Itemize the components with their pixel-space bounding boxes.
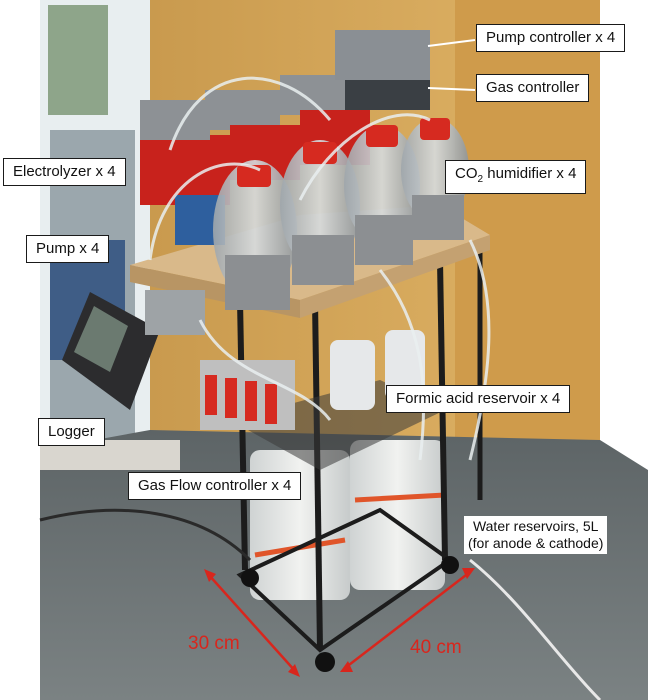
water-jug-right [350, 440, 445, 590]
humidifier-cap-4 [420, 118, 450, 140]
label-electrolyzer: Electrolyzer x 4 [3, 158, 126, 186]
label-formic-acid-reservoir: Formic acid reservoir x 4 [386, 385, 571, 413]
label-co2-humidifier: CO2 humidifier x 4 [445, 160, 587, 194]
label-pump-controller: Pump controller x 4 [476, 24, 626, 52]
jug-tape-right [354, 492, 446, 503]
tube-5 [198, 319, 332, 421]
label-gas-controller: Gas controller [476, 74, 590, 102]
electrolyzer-box-2 [205, 90, 280, 130]
humidifier-base-3 [355, 215, 413, 265]
tube-4 [378, 269, 426, 461]
gas-flow-knob-3 [245, 381, 257, 421]
formic-bottle-1 [330, 340, 375, 410]
co2-prefix: CO [455, 165, 478, 182]
dimension-label-width: 30 cm [188, 633, 240, 654]
dimension-arrow-width [204, 569, 300, 677]
co2-subscript: 2 [477, 174, 484, 185]
caster-left [241, 569, 259, 587]
caster-front [315, 652, 335, 672]
gas-flow-knob-2 [225, 378, 237, 418]
humidifier-base-1 [225, 255, 290, 310]
label-water-reservoirs: Water reservoirs, 5L (for anode & cathod… [464, 516, 608, 554]
humidifier-base-4 [412, 195, 464, 240]
wood-shelf-edge-right [300, 235, 490, 318]
humidifier-base-2 [292, 235, 354, 285]
water-reservoirs-line1: Water reservoirs, 5L [472, 518, 599, 534]
humidifier-cap-3 [366, 125, 398, 147]
label-logger: Logger [38, 418, 105, 446]
water-reservoirs-line2: (for anode & cathode) [468, 535, 604, 551]
cart-post-front-left [237, 299, 248, 571]
floor-cable-2 [469, 558, 602, 700]
gas-controller-box [345, 80, 430, 110]
formic-bottle-2 [385, 330, 425, 400]
logger-screen [74, 306, 128, 372]
pump-block [145, 290, 205, 335]
electrolyzer-1 [140, 135, 230, 205]
gas-flow-knob-4 [265, 384, 277, 424]
pump-controller-box [335, 30, 430, 80]
label-gas-flow-controller: Gas Flow controller x 4 [128, 472, 302, 500]
electrolyzer-box-3 [280, 75, 350, 115]
tube-1 [168, 76, 332, 151]
gas-flow-knob-1 [205, 375, 217, 415]
humidifier-cap-1 [237, 165, 271, 187]
window-pane-trees [48, 5, 108, 115]
arrow-gas-controller [427, 87, 476, 91]
arrow-pump-controller [427, 39, 476, 47]
caster-right [441, 556, 459, 574]
tube-3 [298, 113, 431, 201]
floor-cable-1 [39, 508, 252, 562]
dimension-label-depth: 40 cm [410, 637, 462, 658]
tube-2 [148, 162, 261, 261]
tube-6 [468, 239, 491, 461]
label-pump: Pump x 4 [26, 235, 110, 263]
co2-suffix: humidifier x 4 [483, 165, 577, 182]
dimension-arrow-depth [340, 568, 475, 672]
cart-post-front-right [312, 299, 323, 651]
